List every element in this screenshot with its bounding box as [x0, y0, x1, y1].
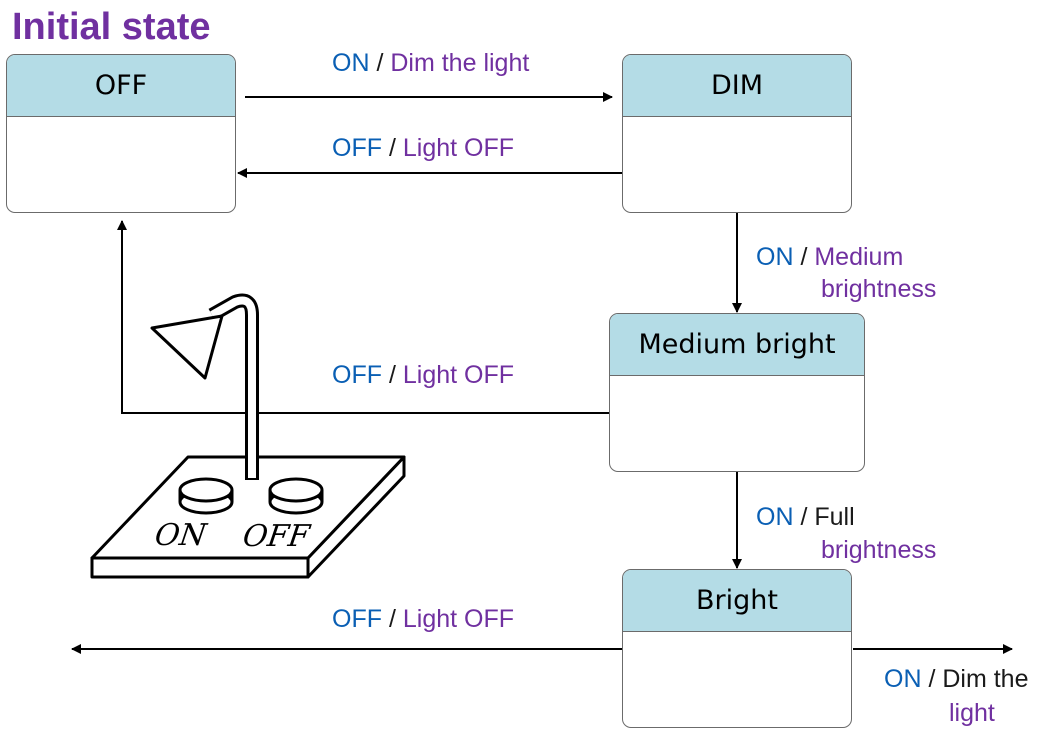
- event: ON: [884, 665, 922, 693]
- label-bright-to-dim-line-2: light: [949, 699, 995, 727]
- separator: /: [388, 361, 396, 389]
- event: ON: [756, 243, 794, 271]
- action-line-1: Dim the: [942, 665, 1029, 693]
- label-dim-to-off: OFF / Light OFF: [332, 132, 514, 164]
- lamp-on-button-top: [178, 477, 234, 503]
- state-dim: DIM: [622, 54, 852, 213]
- initial-state-title: Initial state: [12, 6, 211, 48]
- event: OFF: [332, 361, 382, 389]
- state-off-name: OFF: [7, 55, 235, 117]
- state-medium-bright-name: Medium bright: [610, 314, 864, 376]
- state-bright: Bright: [622, 569, 852, 728]
- lamp-on-label: ON: [152, 518, 209, 553]
- lamp-off-button-top: [268, 477, 324, 503]
- state-bright-name: Bright: [623, 570, 851, 632]
- label-medium-to-bright-line-2: brightness: [821, 536, 937, 564]
- separator: /: [928, 665, 936, 693]
- separator: /: [376, 49, 384, 77]
- label-medium-to-bright: ON / Full: [756, 501, 855, 533]
- lamp-illustration: [90, 293, 406, 579]
- event: ON: [756, 503, 794, 531]
- action-line-1: Full: [814, 503, 855, 531]
- state-off: OFF: [6, 54, 236, 213]
- state-dim-name: DIM: [623, 55, 851, 117]
- lamp-off-label: OFF: [240, 519, 312, 554]
- label-off-to-dim: ON / Dim the light: [332, 47, 529, 79]
- separator: /: [388, 605, 396, 633]
- action: Light OFF: [402, 361, 515, 389]
- state-medium-bright: Medium bright: [609, 313, 865, 472]
- action: Dim the light: [390, 49, 530, 77]
- event: OFF: [332, 605, 382, 633]
- arrow-medium-to-off: [117, 220, 613, 414]
- label-dim-to-medium-line-2: brightness: [821, 275, 937, 303]
- label-bright-to-dim: ON / Dim the: [884, 663, 1029, 695]
- separator: /: [388, 134, 396, 162]
- action-line-1: Medium: [814, 243, 904, 271]
- lamp-base-top: [90, 455, 406, 560]
- lamp-arm-inner: [210, 296, 256, 478]
- event: ON: [332, 49, 370, 77]
- label-medium-to-off: OFF / Light OFF: [332, 359, 514, 391]
- lamp-base-side: [90, 556, 310, 579]
- lamp-shade: [150, 314, 224, 380]
- action: Light OFF: [402, 134, 515, 162]
- action: Light OFF: [402, 605, 515, 633]
- label-dim-to-medium: ON / Medium: [756, 241, 903, 273]
- separator: /: [800, 243, 808, 271]
- label-bright-to-off: OFF / Light OFF: [332, 603, 514, 635]
- event: OFF: [332, 134, 382, 162]
- separator: /: [800, 503, 808, 531]
